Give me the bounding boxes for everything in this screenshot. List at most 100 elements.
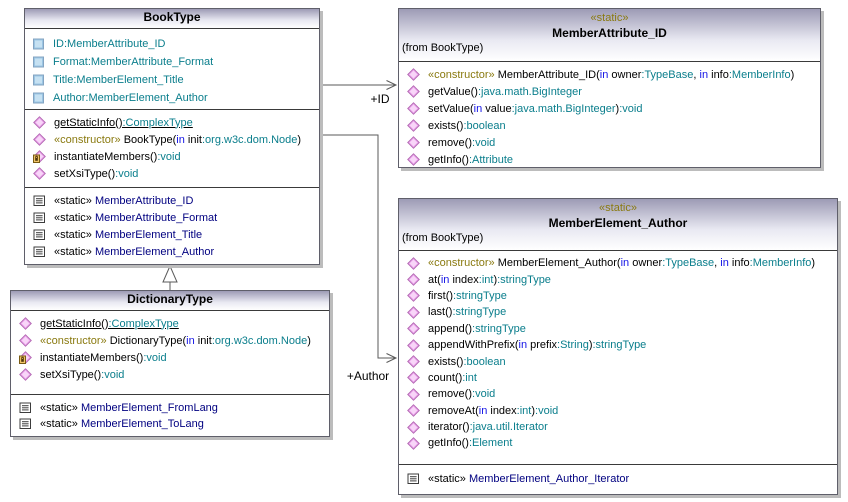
operation-icon: [33, 116, 46, 129]
member-row[interactable]: count():int: [407, 370, 837, 386]
member-row[interactable]: Author:MemberElement_Author: [33, 89, 319, 107]
member-row[interactable]: «static» MemberAttribute_ID: [33, 192, 319, 209]
member-row[interactable]: first():stringType: [407, 288, 837, 304]
association-id-label[interactable]: +ID: [370, 92, 389, 106]
member-row[interactable]: setXsiType():void: [33, 165, 319, 182]
member-text: appendWithPrefix(in prefix:String):strin…: [428, 339, 647, 352]
generalization-triangle-icon: [162, 264, 178, 283]
member-text: at(in index:int):stringType: [428, 273, 551, 286]
operation-icon: [19, 334, 32, 347]
member-text: setXsiType():void: [40, 368, 125, 381]
member-text: «static» MemberElement_Author_Iterator: [428, 472, 630, 485]
attribute-icon: [33, 56, 45, 68]
member-row[interactable]: removeAt(in index:int):void: [407, 403, 837, 419]
member-row[interactable]: getValue():java.math.BigInteger: [407, 83, 820, 100]
member-row[interactable]: append():stringType: [407, 321, 837, 337]
operation-icon: [407, 371, 420, 385]
member-text: «constructor» MemberAttribute_ID(in owne…: [428, 68, 795, 81]
member-row[interactable]: «constructor» BookType(in init:org.w3c.d…: [33, 131, 319, 148]
member-text: «static» MemberElement_FromLang: [40, 402, 218, 414]
generalization-dictionarytype-booktype[interactable]: [162, 264, 178, 290]
member-row[interactable]: «static» MemberElement_Author_Iterator: [407, 470, 837, 487]
member-row[interactable]: ID:MemberAttribute_ID: [33, 35, 319, 53]
member-row[interactable]: «static» MemberElement_Title: [33, 226, 319, 243]
association-id[interactable]: +ID: [320, 80, 398, 107]
member-text: remove():void: [428, 136, 496, 149]
operation-icon: [407, 355, 420, 368]
class-memberelement-author-header[interactable]: «static» MemberElement_Author (from Book…: [399, 199, 837, 251]
operation-icon: [407, 153, 420, 166]
nested-classifiers-compartment: «static» MemberElement_FromLang «static» …: [11, 395, 329, 436]
class-memberattribute-id-header[interactable]: «static» MemberAttribute_ID (from BookTy…: [399, 9, 820, 62]
operation-icon: [407, 119, 420, 132]
member-text: exists():boolean: [428, 355, 506, 368]
operation-protected-icon: [19, 351, 32, 364]
association-author[interactable]: +Author: [320, 134, 398, 383]
member-text: instantiateMembers():void: [54, 150, 181, 163]
member-row[interactable]: getInfo():Element: [407, 435, 837, 451]
class-memberattribute-id[interactable]: «static» MemberAttribute_ID (from BookTy…: [398, 8, 821, 168]
member-row[interactable]: «static» MemberAttribute_Format: [33, 209, 319, 226]
member-row[interactable]: getStaticInfo():ComplexType: [33, 114, 319, 131]
member-row[interactable]: «static» MemberElement_Author: [33, 243, 319, 260]
member-row[interactable]: «static» MemberElement_ToLang: [19, 416, 329, 432]
operation-icon: [407, 420, 420, 434]
operation-icon: [407, 338, 420, 352]
member-row[interactable]: «constructor» MemberElement_Author(in ow…: [407, 255, 837, 271]
attributes-compartment: ID:MemberAttribute_ID Format:MemberAttrib…: [25, 29, 319, 110]
member-text: getStaticInfo():ComplexType: [40, 317, 179, 330]
member-text: «static» MemberAttribute_Format: [54, 211, 218, 224]
member-row[interactable]: Format:MemberAttribute_Format: [33, 53, 319, 71]
class-memberelement-author[interactable]: «static» MemberElement_Author (from Book…: [398, 198, 838, 495]
class-dictionarytype-header[interactable]: DictionaryType: [11, 291, 329, 311]
member-text: count():int: [428, 371, 477, 384]
member-row[interactable]: Title:MemberElement_Title: [33, 71, 319, 89]
member-row[interactable]: last():stringType: [407, 304, 837, 320]
operations-compartment: getStaticInfo():ComplexType «constructor»…: [11, 311, 329, 395]
operation-icon: [407, 437, 420, 450]
nested-class-icon: [33, 195, 46, 207]
operations-compartment: getStaticInfo():ComplexType«constructor»…: [25, 110, 319, 188]
member-row[interactable]: instantiateMembers():void: [19, 349, 329, 366]
nested-class-icon: [33, 212, 46, 224]
member-row[interactable]: «constructor» DictionaryType(in init:org…: [19, 332, 329, 349]
member-row[interactable]: getInfo():Attribute: [407, 151, 820, 167]
operations-compartment: «constructor» MemberElement_Author(in ow…: [399, 251, 837, 465]
member-row[interactable]: remove():void: [407, 386, 837, 402]
member-row[interactable]: iterator():java.util.Iterator: [407, 419, 837, 435]
operation-icon: [19, 368, 32, 381]
member-text: exists():boolean: [428, 119, 506, 132]
member-row[interactable]: instantiateMembers():void: [33, 148, 319, 165]
member-text: removeAt(in index:int):void: [428, 404, 559, 417]
member-text: Author:MemberElement_Author: [53, 92, 208, 104]
operation-icon: [407, 68, 420, 81]
operation-icon: [407, 102, 420, 115]
attribute-icon: [33, 38, 45, 50]
member-row[interactable]: «static» MemberElement_FromLang: [19, 400, 329, 416]
operation-icon: [407, 273, 420, 286]
member-text: append():stringType: [428, 322, 526, 335]
member-text: setXsiType():void: [54, 167, 139, 180]
member-text: Title:MemberElement_Title: [53, 74, 184, 86]
member-row[interactable]: exists():boolean: [407, 353, 837, 369]
member-row[interactable]: setValue(in value:java.math.BigInteger):…: [407, 100, 820, 117]
class-dictionarytype[interactable]: DictionaryType getStaticInfo():ComplexTy…: [10, 290, 330, 437]
attribute-icon: [33, 92, 45, 104]
member-row[interactable]: setXsiType():void: [19, 366, 329, 383]
class-title: MemberElement_Author: [548, 216, 688, 230]
member-text: «static» MemberAttribute_ID: [54, 194, 194, 207]
member-row[interactable]: getStaticInfo():ComplexType: [19, 315, 329, 332]
member-row[interactable]: «constructor» MemberAttribute_ID(in owne…: [407, 66, 820, 83]
member-text: Format:MemberAttribute_Format: [53, 56, 214, 68]
association-id-arrowhead: [386, 80, 398, 90]
class-booktype[interactable]: BookType ID:MemberAttribute_ID Format:Mem…: [24, 8, 320, 265]
operation-icon: [407, 136, 420, 149]
member-row[interactable]: at(in index:int):stringType: [407, 271, 837, 287]
association-author-line[interactable]: [320, 134, 396, 359]
member-row[interactable]: exists():boolean: [407, 117, 820, 134]
class-booktype-header[interactable]: BookType: [25, 9, 319, 29]
member-row[interactable]: appendWithPrefix(in prefix:String):strin…: [407, 337, 837, 353]
member-text: «static» MemberElement_Title: [54, 228, 203, 241]
association-author-label[interactable]: +Author: [347, 369, 389, 383]
member-row[interactable]: remove():void: [407, 134, 820, 151]
